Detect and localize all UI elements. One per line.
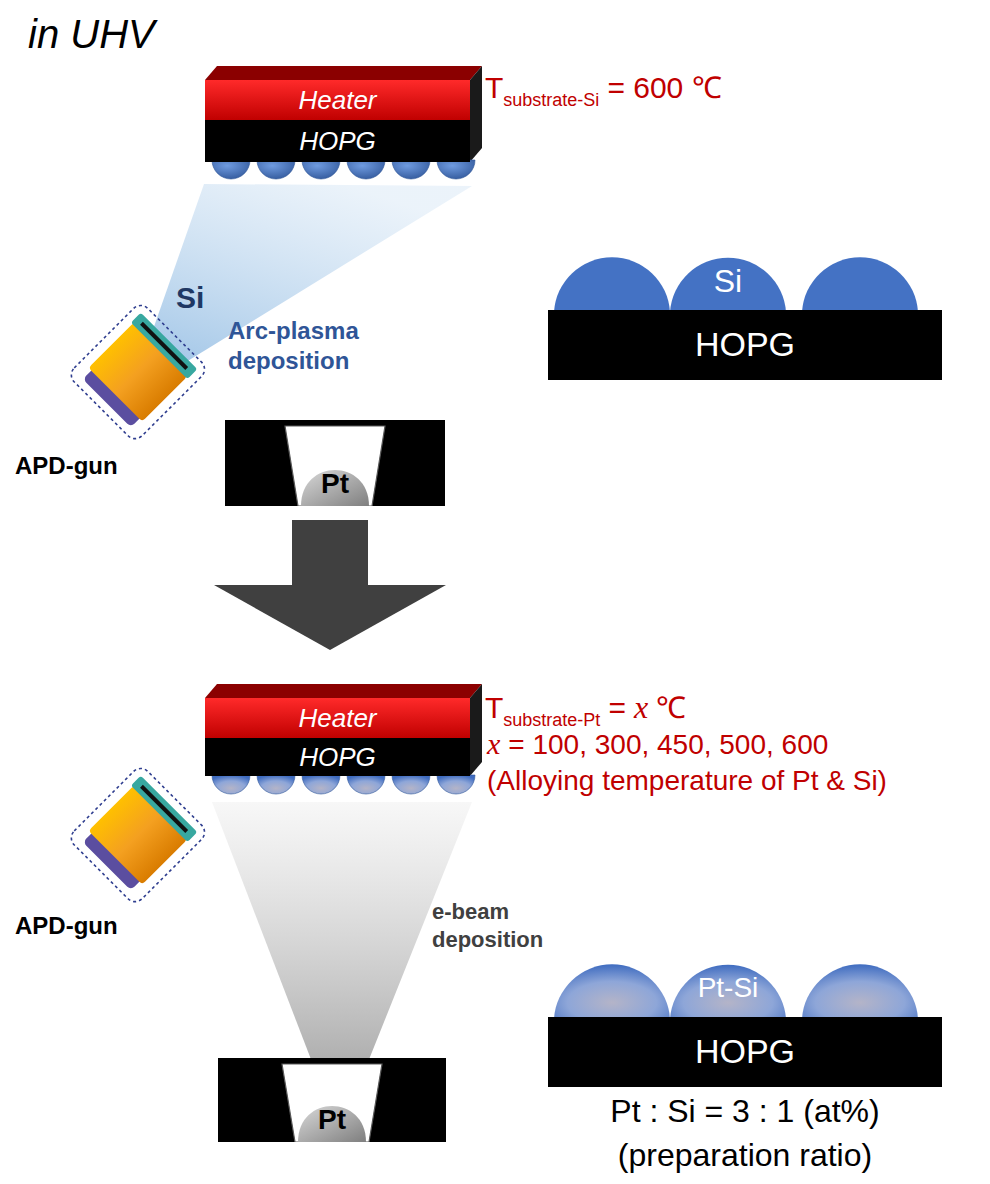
gun-cathode xyxy=(140,322,188,370)
particle xyxy=(302,775,340,794)
gun-outline xyxy=(67,301,208,442)
heater-block: Heater xyxy=(205,80,470,120)
heater-block: Heater xyxy=(205,698,470,738)
temperature-symbol: T xyxy=(485,691,503,724)
particle xyxy=(212,160,250,179)
particle xyxy=(392,160,430,179)
node-text: Pt xyxy=(318,1105,346,1136)
text-line: x = 100, 300, 450, 500, 600 xyxy=(487,726,828,762)
temperature-variable: x xyxy=(487,727,500,760)
pt-si-particles xyxy=(212,775,475,794)
temperature-subscript: substrate-Pt xyxy=(503,710,600,730)
particle xyxy=(347,160,385,179)
deposition-method: Arc-plasma deposition xyxy=(228,316,378,376)
particle-fill xyxy=(670,258,786,312)
temperature-symbol: T xyxy=(485,71,503,104)
pt-crucible: Pt xyxy=(225,420,445,506)
composition-note: (preparation ratio) xyxy=(525,1136,965,1174)
beam-species: Si xyxy=(176,280,204,316)
temperature-values: = 100, 300, 450, 500, 600 xyxy=(508,729,828,760)
chamber-note: in UHV xyxy=(28,10,155,58)
node-text: Heater xyxy=(298,86,376,115)
heater-side-face xyxy=(470,66,482,162)
particle xyxy=(437,775,475,794)
node-text: Heater xyxy=(298,704,376,733)
crucible-cavity xyxy=(285,426,385,506)
gun-outline xyxy=(67,764,208,905)
hopg-substrate: HOPG xyxy=(548,310,942,380)
si-particle xyxy=(554,257,670,312)
node-text: Pt-Si xyxy=(698,973,759,1004)
particle xyxy=(257,160,295,179)
gun-face xyxy=(131,313,197,379)
pt-crucible: Pt xyxy=(218,1058,446,1142)
temperature-variable: x xyxy=(634,689,648,725)
node-text: HOPG xyxy=(299,127,376,156)
gun-label: APD-gun xyxy=(15,912,118,941)
composition-note: Pt : Si = 3 : 1 (at%) xyxy=(525,1092,965,1130)
particle xyxy=(257,775,295,794)
si-particle xyxy=(802,257,918,312)
pt-source xyxy=(298,1106,366,1142)
particle xyxy=(347,775,385,794)
gun-body xyxy=(88,323,187,422)
particle-fill xyxy=(670,965,786,1019)
apd-gun-symbol xyxy=(67,764,208,905)
temperature-equals: = xyxy=(608,691,626,724)
si-particle: Si xyxy=(670,250,786,312)
process-arrow-head xyxy=(214,585,446,650)
hopg-substrate: HOPG xyxy=(205,120,470,162)
particle xyxy=(437,160,475,179)
temperature-note: (Alloying temperature of Pt & Si) xyxy=(487,764,887,798)
heater-side-face xyxy=(470,684,482,776)
hopg-substrate: HOPG xyxy=(205,738,470,776)
node-text: HOPG xyxy=(695,1033,795,1070)
pt-si-particle xyxy=(802,964,918,1019)
gun-label: APD-gun xyxy=(15,452,118,481)
hopg-substrate: HOPG xyxy=(548,1017,942,1087)
particle xyxy=(302,160,340,179)
text-line: Tsubstrate-Si = 600 ℃ xyxy=(485,70,722,112)
pt-source xyxy=(301,470,369,506)
temperature-value: = 600 ℃ xyxy=(607,71,721,104)
temperature-unit: ℃ xyxy=(656,691,686,724)
crucible-cavity xyxy=(282,1064,382,1142)
node-text: HOPG xyxy=(299,743,376,772)
heater-top-face xyxy=(205,684,482,698)
gun-body xyxy=(88,786,187,885)
gun-face xyxy=(131,776,197,842)
deposition-method: e-beam deposition xyxy=(432,898,562,953)
apd-gun-symbol xyxy=(67,301,208,442)
gun-cathode xyxy=(140,785,188,833)
heater-top-face xyxy=(205,66,482,80)
particle xyxy=(212,775,250,794)
particle xyxy=(392,775,430,794)
text-line: Tsubstrate-Pt =x℃ xyxy=(485,688,686,732)
pt-si-particle xyxy=(554,964,670,1019)
node-text: Pt xyxy=(321,469,349,500)
si-particles xyxy=(212,160,475,179)
pt-si-particle: Pt-Si xyxy=(670,957,786,1019)
node-text: HOPG xyxy=(695,326,795,363)
temperature-subscript: substrate-Si xyxy=(503,90,599,110)
process-arrow-shaft xyxy=(292,520,368,586)
node-text: Si xyxy=(714,264,742,299)
